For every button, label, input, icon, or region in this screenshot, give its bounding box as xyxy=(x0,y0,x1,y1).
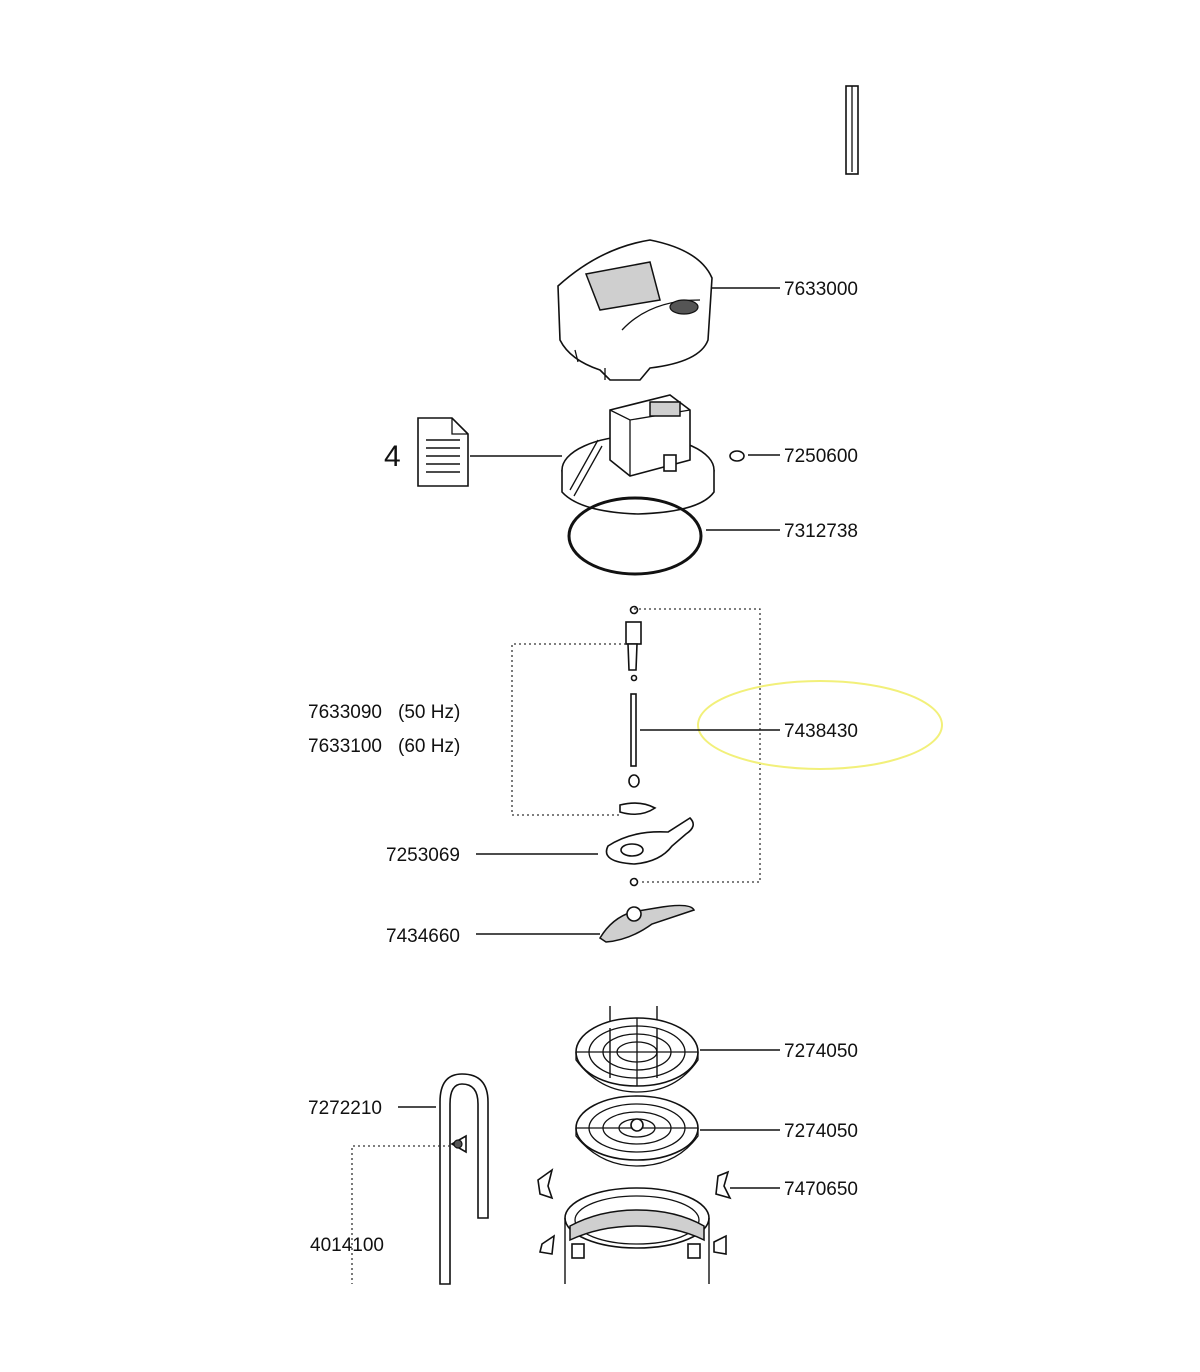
shaft-group[interactable] xyxy=(625,605,642,887)
label-bayonet: 7434660 xyxy=(386,926,460,947)
label-o-ring-small: 7250600 xyxy=(784,446,858,467)
bottom-grid[interactable] xyxy=(575,1095,699,1167)
document-number: 4 xyxy=(384,440,401,473)
highlight-ellipse xyxy=(697,680,943,770)
tube-top xyxy=(845,85,859,175)
canister[interactable] xyxy=(564,1187,710,1284)
motor-head-cover[interactable] xyxy=(557,239,713,381)
bayonet[interactable] xyxy=(598,904,696,943)
label-intake-pipe: 7272210 xyxy=(308,1098,382,1119)
clips[interactable] xyxy=(537,1168,732,1255)
document-icon xyxy=(417,417,469,487)
label-impeller-60hz: 7633100 xyxy=(308,736,382,757)
impeller-cover-plate[interactable] xyxy=(605,816,694,865)
label-shaft: 7438430 xyxy=(784,721,858,742)
top-grid[interactable] xyxy=(575,1006,699,1093)
label-grid-bottom: 7274050 xyxy=(784,1121,858,1142)
impeller-wing[interactable] xyxy=(619,802,657,816)
label-clips: 7470650 xyxy=(784,1179,858,1200)
suction-cup[interactable] xyxy=(450,1134,467,1154)
label-hz60: (60 Hz) xyxy=(398,736,460,757)
label-seal-ring: 7312738 xyxy=(784,521,858,542)
label-suction-cup: 4014100 xyxy=(310,1235,384,1256)
motor-unit[interactable] xyxy=(561,394,715,515)
small-o-ring[interactable] xyxy=(729,450,745,462)
large-seal-ring[interactable] xyxy=(567,496,703,576)
label-cover: 7633000 xyxy=(784,279,858,300)
label-hz50: (50 Hz) xyxy=(398,702,460,723)
intake-pipe[interactable] xyxy=(439,1073,489,1285)
label-impeller-cover: 7253069 xyxy=(386,845,460,866)
leader-lines xyxy=(398,287,780,1189)
label-grid-top: 7274050 xyxy=(784,1041,858,1062)
suction-cup-dotted-line xyxy=(351,1145,450,1284)
grouping-lines xyxy=(511,608,761,883)
label-impeller-50hz: 7633090 xyxy=(308,702,382,723)
